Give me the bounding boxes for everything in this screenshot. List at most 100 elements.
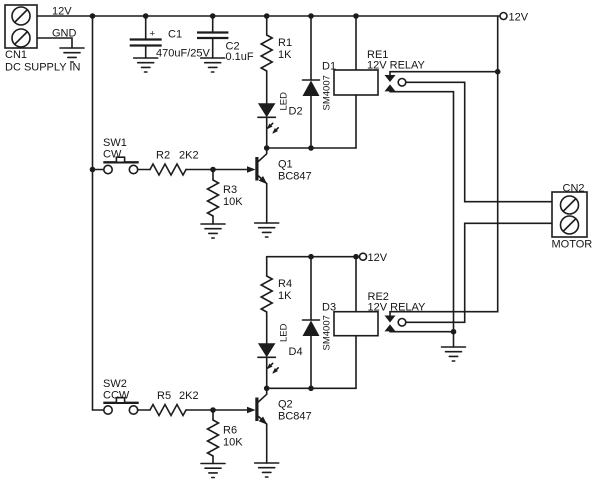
capacitor-c1: + C1 470uF/25V	[129, 15, 210, 73]
resistor-r1: R1 1K	[260, 15, 292, 105]
relay-coil-icon	[333, 69, 379, 96]
rail-top-label: 12V	[509, 12, 529, 24]
screw-terminal-icon	[559, 215, 580, 235]
rail-mid-label: 12V	[368, 252, 388, 264]
resistor-r4: R4 1K	[260, 255, 292, 345]
diode-d1: D1 SM4007	[301, 15, 336, 149]
capacitor-c2: C2 0.1uF	[197, 15, 254, 73]
relay-contact-icon	[384, 324, 396, 332]
relay-pole-icon	[397, 77, 407, 87]
pushbutton-sw1: SW1 CW	[103, 137, 139, 175]
supply-terminal-top: 12V	[499, 11, 529, 24]
sw1-value-label: CW	[103, 149, 122, 161]
r4-value-label: 1K	[278, 290, 292, 302]
r4-ref-label: R4	[278, 278, 292, 290]
resistor-r6: R6 10K	[200, 409, 243, 479]
q1-ref-label: Q1	[278, 159, 293, 171]
emitter-arrow-icon	[258, 176, 268, 185]
wire-cn1-gnd	[36, 37, 73, 49]
c1-value-label: 470uF/25V	[156, 48, 210, 60]
r6-value-label: 10K	[223, 437, 243, 449]
r1-ref-label: R1	[278, 37, 292, 49]
relay-re2: RE2 12V RELAY	[333, 255, 467, 390]
r2-ref-label: R2	[156, 150, 170, 162]
cn1-pin-12v-label: 12V	[52, 6, 72, 18]
c1-polarity-label: +	[150, 29, 156, 40]
resistor-r2: R2 2K2	[149, 150, 199, 176]
relay-contact-icon	[384, 84, 396, 92]
connector-cn2: CN2 MOTOR	[551, 183, 593, 251]
emitter-arrow-icon	[258, 416, 268, 425]
c2-ref-label: C2	[226, 41, 240, 53]
screw-terminal-icon	[11, 6, 31, 26]
screw-terminal-icon	[559, 195, 580, 215]
relay-contact-icon	[384, 75, 396, 82]
ground-icon	[199, 57, 226, 73]
cn1-desc-label: DC SUPPLY IN	[5, 62, 80, 74]
relay-re1: RE1 12V RELAY	[333, 15, 426, 149]
re1-ref-label: RE1	[367, 49, 388, 61]
cn2-desc-label: MOTOR	[552, 239, 593, 251]
diode-d3: D3 SM4007	[301, 255, 336, 390]
base-arrow-icon	[247, 166, 256, 173]
wire-base-rows	[91, 168, 249, 411]
ground-icon	[200, 462, 226, 479]
d4-ref-label: D4	[289, 346, 303, 358]
re2-ref-label: RE2	[368, 291, 389, 303]
supply-terminal-mid: 12V	[358, 252, 388, 264]
relay-pole-icon	[397, 317, 407, 327]
ground-icon	[440, 346, 467, 362]
d3-ref-label: D3	[322, 302, 336, 314]
q2-value-label: BC847	[278, 411, 312, 423]
c2-value-label: 0.1uF	[226, 51, 254, 63]
r1-value-label: 1K	[278, 49, 292, 61]
supply-pin-icon	[358, 252, 368, 262]
wire-relay-contacts	[389, 70, 553, 348]
sw2-ref-label: SW2	[103, 378, 127, 390]
sw2-value-label: CCW	[103, 390, 130, 402]
transistor-q1: Q1 BC847	[247, 147, 312, 238]
transistor-q2: Q2 BC847	[247, 387, 312, 478]
r6-ref-label: R6	[223, 425, 237, 437]
r5-ref-label: R5	[157, 390, 171, 402]
re1-value-label: 12V RELAY	[367, 60, 426, 72]
screw-terminal-icon	[11, 28, 31, 48]
cn1-pin-gnd-label: GND	[52, 28, 77, 40]
junction-dots	[89, 13, 501, 413]
led-d4: LED D4	[257, 323, 303, 390]
led-icon	[257, 102, 280, 137]
pushbutton-sw2: SW2 CCW	[103, 378, 139, 415]
resistor-r5: R5 2K2	[149, 390, 199, 417]
ground-icon	[132, 57, 159, 73]
ground-icon	[59, 47, 85, 63]
d4-type-label: LED	[279, 323, 290, 342]
cn1-ref-label: CN1	[5, 49, 27, 61]
diode-icon	[301, 319, 321, 337]
d1-ref-label: D1	[322, 61, 336, 73]
led-d2: LED D2	[257, 92, 303, 149]
ground-icon	[253, 462, 280, 478]
re2-value-label: 12V RELAY	[368, 302, 427, 314]
connector-cn1: 12V GND CN1 DC SUPPLY IN	[4, 4, 85, 74]
r5-value-label: 2K2	[179, 390, 199, 402]
r3-ref-label: R3	[223, 184, 237, 196]
c1-ref-label: C1	[168, 29, 182, 41]
d3-value-label: SM4007	[322, 315, 333, 350]
ground-icon	[253, 222, 280, 238]
r2-value-label: 2K2	[179, 150, 199, 162]
sw1-ref-label: SW1	[103, 137, 127, 149]
resistor-r3: R3 10K	[200, 168, 243, 239]
q1-value-label: BC847	[278, 171, 312, 183]
r3-value-label: 10K	[223, 196, 243, 208]
ground-icon	[200, 223, 226, 239]
q2-ref-label: Q2	[278, 399, 293, 411]
base-arrow-icon	[247, 406, 256, 414]
cn2-ref-label: CN2	[563, 183, 585, 195]
led-icon	[257, 342, 280, 377]
d1-value-label: SM4007	[322, 75, 333, 110]
relay-contact-icon	[384, 315, 396, 323]
supply-pin-icon	[499, 11, 508, 21]
relay-coil-icon	[333, 310, 379, 337]
diode-icon	[301, 79, 321, 97]
